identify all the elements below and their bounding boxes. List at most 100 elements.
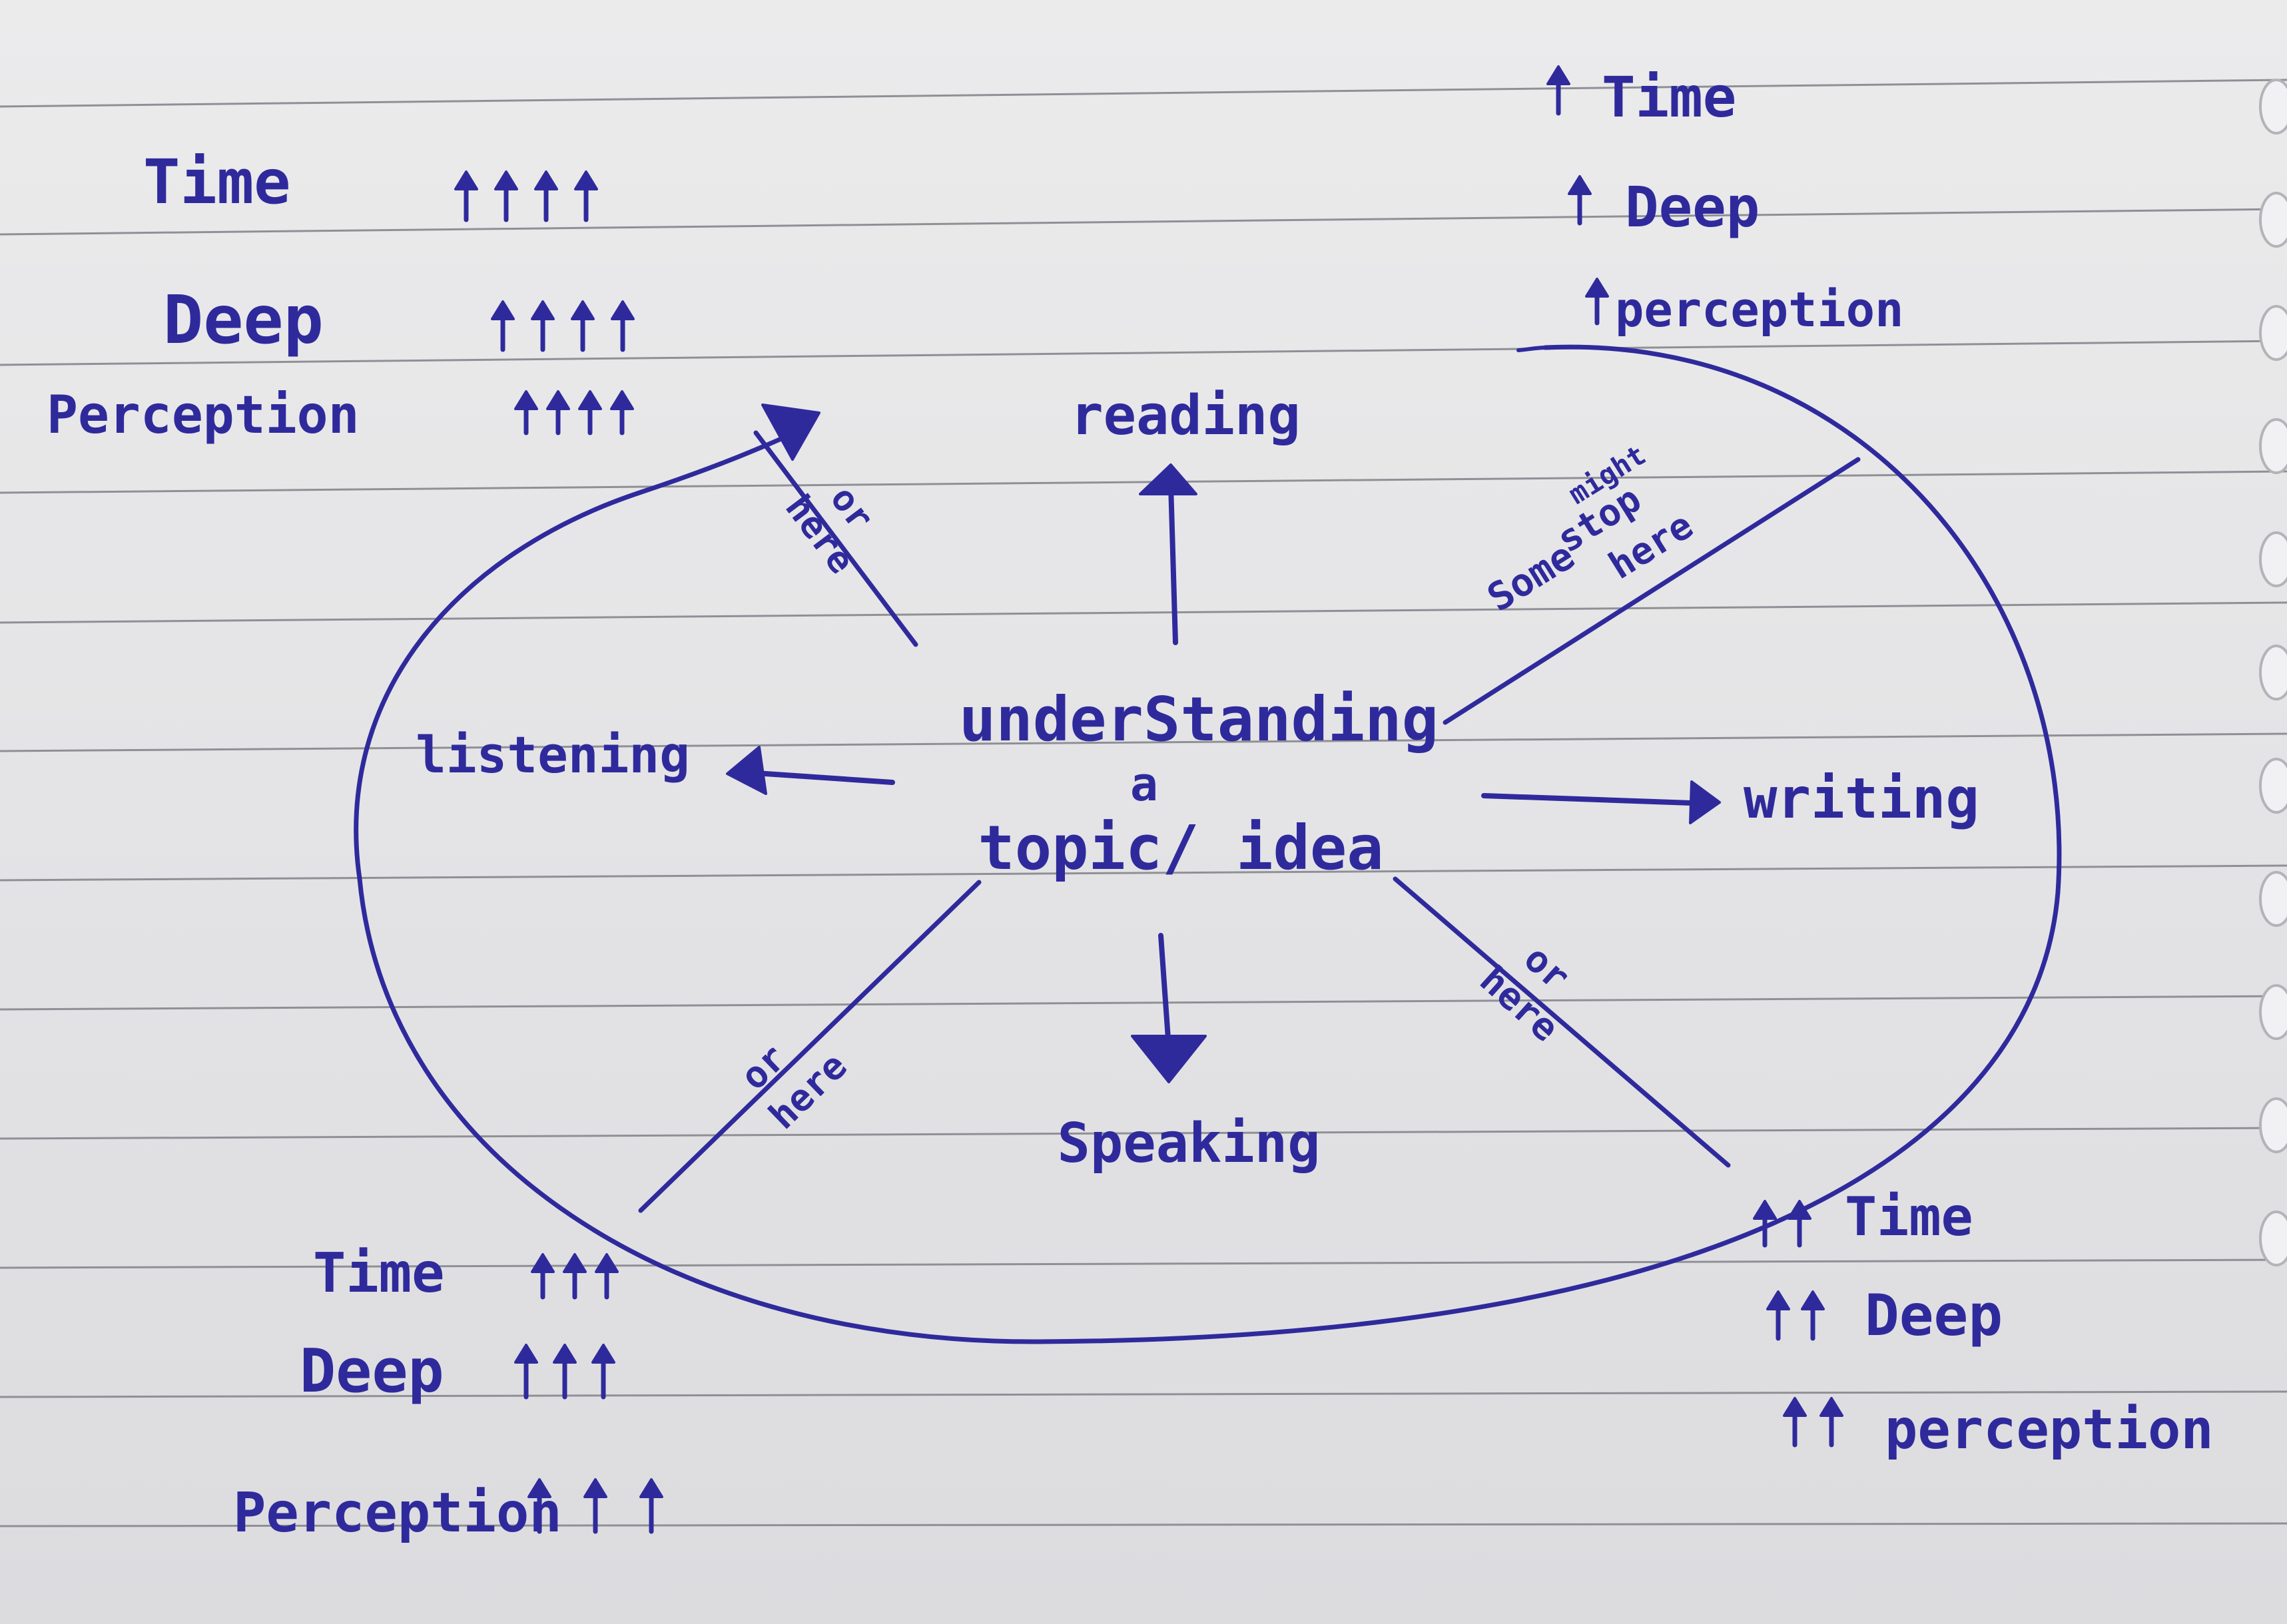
increase-arrows-perception (514, 390, 634, 435)
corner-notes-bottom-right: Time Deep perception (1753, 1186, 2214, 1462)
up-arrow-icon (591, 1344, 615, 1400)
increase-arrows-time (531, 1253, 619, 1300)
increase-arrows-time (1546, 65, 1570, 116)
up-arrow-icon (571, 300, 595, 352)
outer-loop-start (1516, 346, 1547, 352)
binding-ring (2259, 871, 2287, 927)
up-arrow-icon (531, 1253, 555, 1300)
outer-loop (354, 344, 2062, 1344)
arrowhead-icon (761, 404, 820, 461)
rule-line (0, 1522, 2287, 1527)
increase-arrows-deep (514, 1344, 615, 1400)
binding-ring (2259, 418, 2287, 474)
center-label-line1: underStanding (959, 684, 1439, 755)
corner-notes-top-left: Time Deep Perception (47, 146, 635, 445)
up-arrow-icon (1788, 1200, 1811, 1248)
binding-ring (2259, 305, 2287, 361)
rule-line (0, 1258, 2287, 1269)
increase-arrows-deep (1766, 1290, 1825, 1341)
rule-line (0, 340, 2287, 366)
up-arrow-icon (1766, 1290, 1790, 1341)
up-arrow-icon (1783, 1397, 1807, 1448)
note-time: Time (143, 146, 291, 218)
binding-ring (2259, 984, 2287, 1040)
up-arrow-icon (531, 300, 555, 352)
up-arrow-icon (611, 300, 635, 352)
increase-arrows-perception (1585, 278, 1609, 326)
center-label-line2: a (1130, 757, 1158, 812)
binding-ring (2259, 79, 2287, 135)
branch-writing: writing (1744, 766, 1979, 831)
stop-label-bottom-left: or here (733, 1036, 856, 1137)
increase-arrows-deep (1568, 175, 1592, 226)
up-arrow-icon (1753, 1200, 1777, 1248)
up-arrow-icon (454, 170, 478, 222)
note-deep: Deep (1865, 1282, 2003, 1349)
rule-line (0, 601, 2287, 624)
up-arrow-icon (574, 170, 598, 222)
branch-listening: listening (416, 725, 690, 784)
diagonal-bottom-left (638, 880, 982, 1213)
diagonal-top-right (1443, 457, 1861, 725)
up-arrow-icon (610, 390, 634, 435)
up-arrow-icon (583, 1478, 607, 1534)
binding-ring (2259, 758, 2287, 814)
arrow-to-listening (743, 770, 895, 785)
rule-line (0, 995, 2287, 1011)
stop-label-top-right: Some might stop here (1479, 438, 1700, 621)
binding-ring (2259, 531, 2287, 587)
up-arrow-icon (494, 170, 518, 222)
stop-label-top-left: or here (777, 478, 882, 581)
up-arrow-icon (1568, 175, 1592, 226)
arrowhead-icon (1689, 780, 1721, 824)
binding-ring (2259, 192, 2287, 248)
up-arrow-icon (546, 390, 570, 435)
up-arrow-icon (553, 1344, 577, 1400)
corner-notes-top-right: Time Deep perception (1546, 65, 1903, 338)
diagonal-bottom-right (1393, 876, 1731, 1168)
increase-arrows-deep (491, 300, 635, 352)
branch-reading: reading (1070, 384, 1301, 447)
binding-ring (2259, 1097, 2287, 1153)
up-arrow-icon (514, 390, 538, 435)
corner-notes-bottom-left: Time Deep Perception (233, 1242, 663, 1545)
note-perception: Perception (233, 1482, 562, 1545)
note-time: Time (1602, 65, 1736, 130)
binding-ring (2259, 1211, 2287, 1266)
ruled-lines (0, 79, 2287, 1527)
increase-arrows-time (1753, 1200, 1811, 1248)
stop-label-bottom-right: or here (1471, 937, 1578, 1050)
rule-line (0, 1390, 2287, 1398)
up-arrow-icon (639, 1478, 663, 1534)
note-perception: perception (1885, 1398, 2214, 1462)
binding-ring (2259, 645, 2287, 700)
up-arrow-icon (514, 1344, 538, 1400)
rule-line (0, 732, 2287, 752)
rule-line (0, 1127, 2287, 1140)
diagonal-top-left (753, 430, 918, 647)
increase-arrows-perception (527, 1478, 663, 1534)
center-label-line3: topic/ idea (978, 812, 1383, 884)
note-deep: Deep (300, 1336, 444, 1406)
note-perception: perception (1615, 282, 1903, 338)
rule-line (0, 79, 2287, 108)
increase-arrows-perception (1783, 1397, 1843, 1448)
increase-arrows-time (454, 170, 598, 222)
up-arrow-icon (563, 1253, 587, 1300)
up-arrow-icon (1585, 278, 1609, 326)
branch-speaking: Speaking (1058, 1112, 1321, 1175)
up-arrow-icon (534, 170, 558, 222)
note-perception: Perception (47, 386, 360, 445)
note-time: Time (1845, 1186, 1973, 1248)
up-arrow-icon (1819, 1397, 1843, 1448)
arrow-to-speaking (1158, 933, 1171, 1041)
up-arrow-icon (491, 300, 515, 352)
note-time: Time (313, 1242, 444, 1305)
up-arrow-icon (1801, 1290, 1825, 1341)
up-arrow-icon (578, 390, 602, 435)
arrow-to-writing (1481, 793, 1694, 806)
rule-line (0, 208, 2287, 236)
note-deep: Deep (163, 281, 324, 359)
